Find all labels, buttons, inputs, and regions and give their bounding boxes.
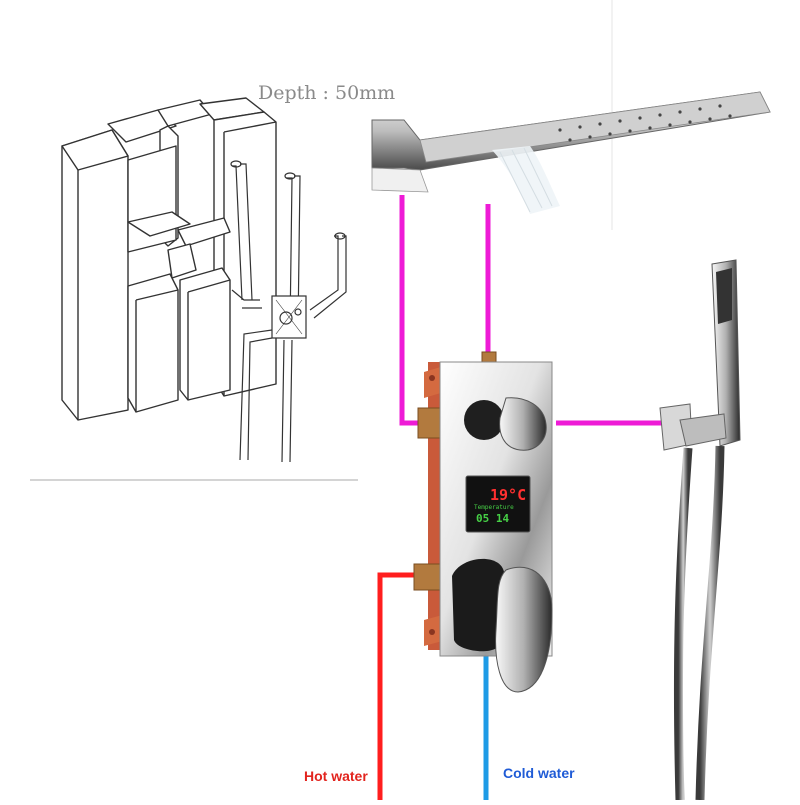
mixing-valve-body [413, 351, 497, 650]
sketch-pipes [230, 160, 347, 463]
installation-sketch [61, 97, 277, 421]
display-status-line: Temperature [474, 504, 514, 511]
mixer-lever[interactable] [452, 558, 553, 693]
shower-hose-right [695, 445, 725, 801]
pipe-to-rain-head-left [399, 195, 420, 426]
depth-label: Depth : 50mm [258, 82, 396, 104]
waterfall-stream [492, 146, 560, 214]
hot-water-pipe [377, 572, 414, 800]
hot-water-label: Hot water [304, 768, 368, 784]
diverter-handle[interactable] [464, 397, 547, 451]
display-readouts: 05 14 [476, 512, 510, 525]
shower-hose-left [673, 447, 693, 801]
hand-shower [659, 259, 741, 451]
temperature-display [465, 475, 531, 533]
outlet-pipes [399, 195, 676, 426]
display-temperature: 19°C [490, 486, 527, 504]
rain-shower-head [371, 91, 771, 214]
cold-water-label: Cold water [503, 765, 575, 781]
